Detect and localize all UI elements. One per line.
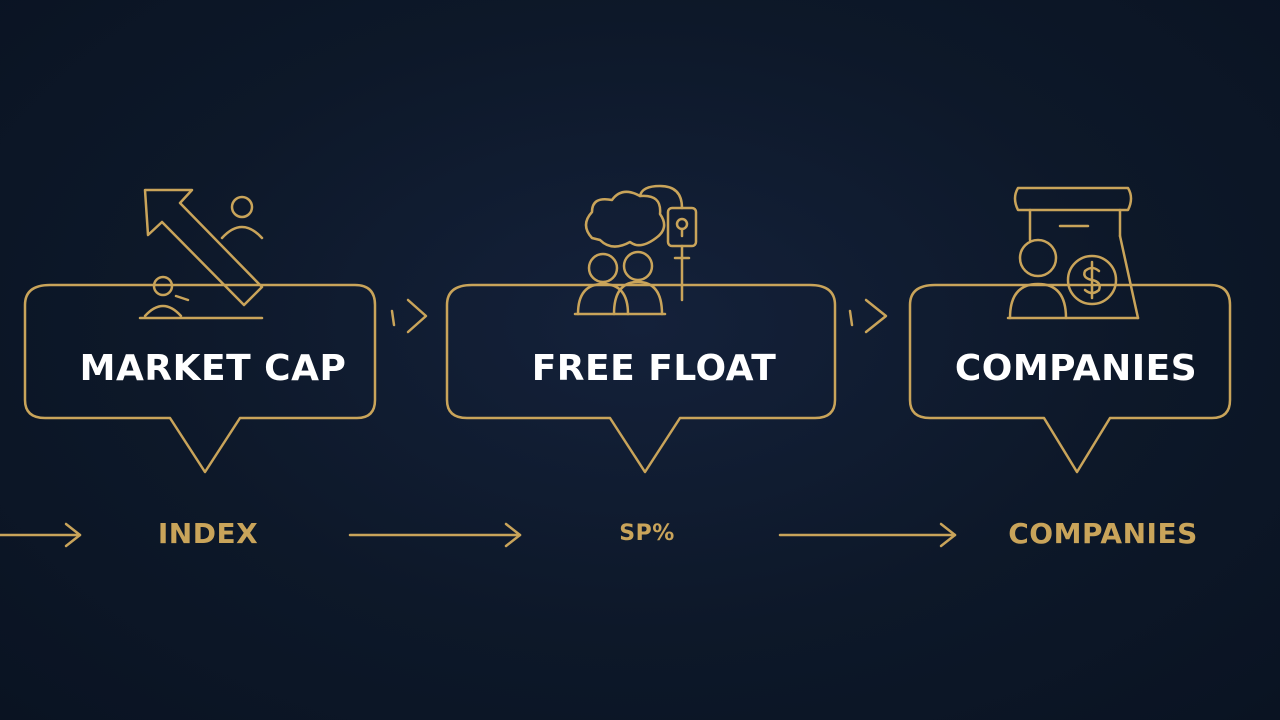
connector-arrow-2 <box>848 298 888 334</box>
flow-arrow-1 <box>0 522 82 548</box>
flow-label-companies: COMPANIES <box>1008 517 1198 550</box>
flow-arrow-3 <box>778 522 957 548</box>
bubble-label-free-float: FREE FLOAT <box>531 348 777 389</box>
flow-arrow-2 <box>348 522 522 548</box>
bubble-market-cap-outline <box>23 283 377 474</box>
bubble-free-float-outline <box>445 283 837 474</box>
trend-arrow-people-icon <box>138 188 264 320</box>
connector-arrow-1 <box>390 298 428 334</box>
bubble-label-companies: COMPANIES <box>954 348 1198 389</box>
bubble-label-market-cap: MARKET CAP <box>79 348 347 389</box>
bubble-companies-outline <box>908 283 1232 474</box>
scroll-person-dollar-icon <box>1006 186 1140 320</box>
cloud-people-lock-icon <box>573 184 698 316</box>
flow-label-index: INDEX <box>157 517 259 550</box>
flow-label-sp-percent: SP% <box>619 521 675 546</box>
